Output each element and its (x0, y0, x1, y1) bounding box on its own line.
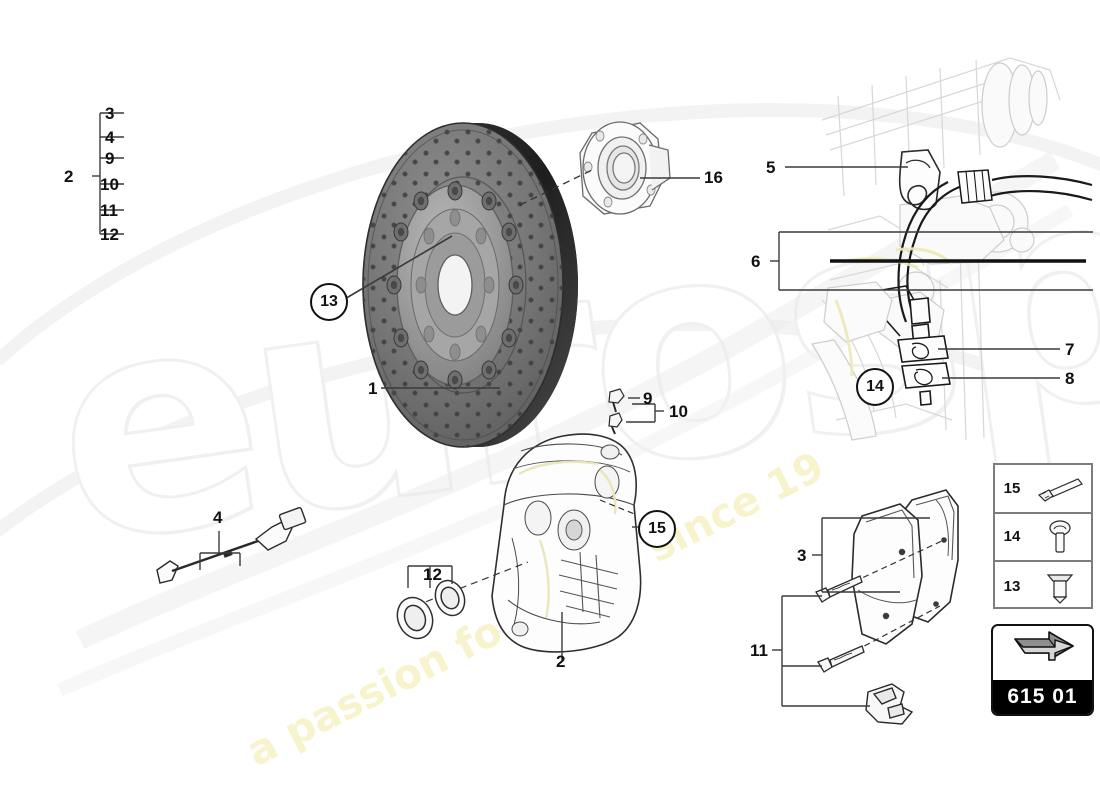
callout-10-group-item: 10 (100, 175, 119, 194)
bleeder-parts-artwork (608, 388, 625, 435)
callout-1-disc: 1 (368, 379, 378, 398)
badge-icon-area (993, 626, 1092, 680)
legend-number-13: 13 (1003, 577, 1021, 595)
countersunk-rivet-icon (1029, 567, 1091, 605)
fastener-legend: 15 14 13 (993, 463, 1093, 609)
callout-11-group-item: 11 (100, 201, 118, 220)
callout-9-bleeder-screw: 9 (643, 389, 653, 408)
hose-ferrule-artwork (957, 169, 993, 204)
legend-number-14: 14 (1003, 528, 1021, 546)
caliper-seal-axis-dashed (414, 561, 529, 607)
callout-14-circled: 14 (856, 368, 894, 406)
legend-row-14: 14 (995, 514, 1091, 563)
pin-bolt-icon (1029, 472, 1091, 504)
callout-2-caliper: 2 (556, 652, 566, 671)
callout-13-circled: 13 (310, 283, 348, 321)
brake-disc-artwork (362, 122, 578, 448)
callout-3-group-item: 3 (105, 104, 115, 123)
wear-sensor-artwork (156, 506, 307, 584)
caliper-accent (518, 460, 617, 619)
leader-lines (92, 112, 1093, 707)
callout-12-group-item: 12 (100, 225, 119, 244)
callout-4-wear-sensor: 4 (213, 508, 223, 527)
arrow-3d-icon (1003, 629, 1083, 678)
callout-12-seal-rings: 12 (423, 565, 442, 584)
badge-number: 615 01 (993, 680, 1092, 714)
callout-2-group: 2 (64, 167, 74, 186)
hose-bracket-artwork (898, 149, 941, 211)
callout-9-group-item: 9 (105, 149, 115, 168)
suspension-inset-artwork (810, 57, 1093, 441)
callout-5-hose-bracket: 5 (766, 158, 776, 177)
callout-7-clip-upper: 7 (1065, 340, 1075, 359)
callout-6-brake-hose: 6 (751, 252, 761, 271)
callout-16-wheel-hub: 16 (704, 168, 723, 187)
seal-rings-artwork (396, 579, 466, 640)
callout-8-clip-lower: 8 (1065, 369, 1075, 388)
callout-3-brake-pads: 3 (797, 546, 807, 565)
round-head-screw-icon (1029, 518, 1091, 556)
brake-caliper-artwork (491, 433, 642, 653)
clip-upper-artwork (897, 335, 949, 363)
callout-11-pad-bolts: 11 (750, 641, 768, 660)
brake-hose-artwork (897, 175, 1093, 323)
wheel-hub-artwork (579, 121, 671, 215)
callout-10-bleeder-cap: 10 (669, 402, 688, 421)
clip-lower-artwork (901, 362, 951, 389)
hub-axis-dashed (519, 169, 593, 206)
legend-row-13: 13 (995, 562, 1091, 611)
disc-mount-bolts (386, 181, 524, 390)
legend-number-15: 15 (1003, 479, 1021, 497)
callout-4-group-item: 4 (105, 128, 115, 147)
brake-pads-artwork (851, 489, 959, 645)
callout-15-circled: 15 (638, 510, 676, 548)
caliper-bolt-leader-dashed (599, 499, 638, 516)
part-number-badge: 615 01 (991, 624, 1094, 716)
legend-row-15: 15 (995, 465, 1091, 514)
pad-retaining-clip-artwork (865, 683, 914, 725)
